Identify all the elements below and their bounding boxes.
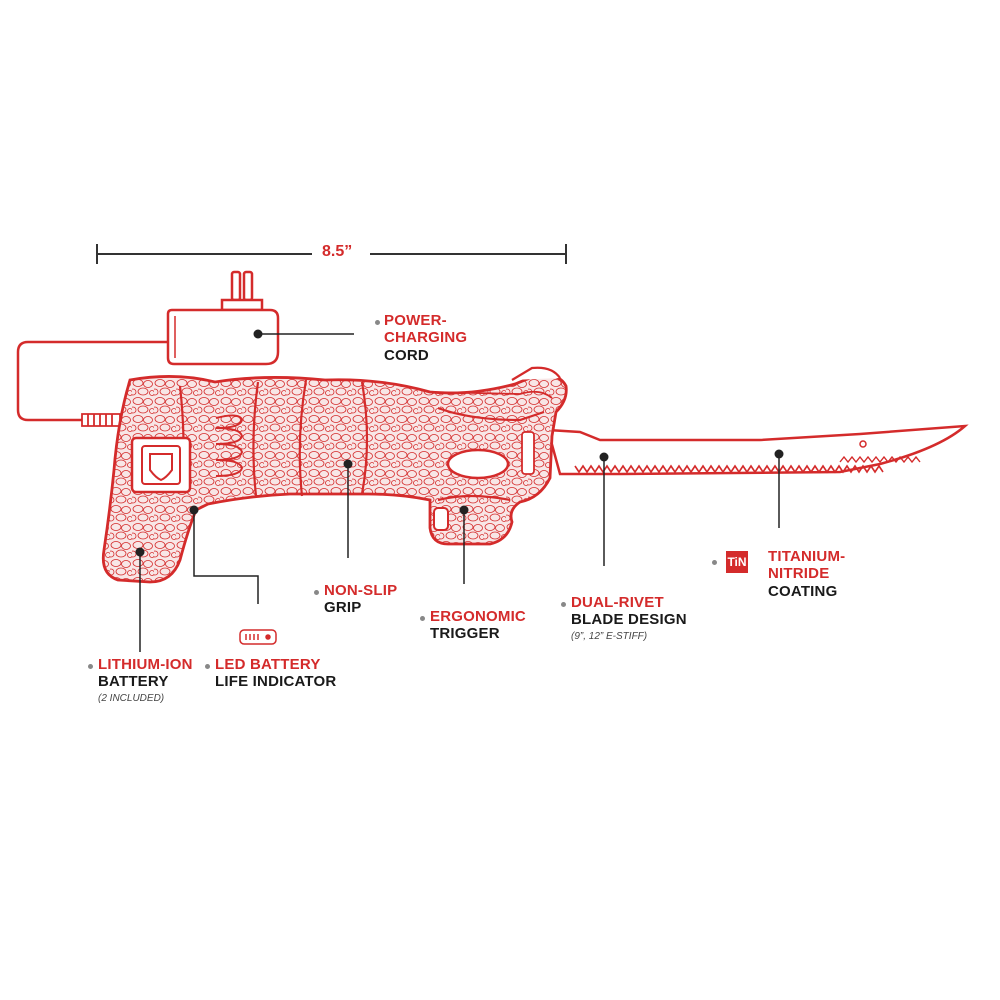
battery-panel: [130, 436, 192, 494]
bullet-dot: [712, 560, 717, 565]
label-coating-line2: NITRIDE: [768, 565, 830, 583]
label-led-line1: LED BATTERY: [215, 656, 321, 673]
label-lithium-line2: BATTERY: [98, 673, 169, 691]
callout-dots: [135, 329, 784, 557]
label-led-indicator: LED BATTERY LIFE INDICATOR: [215, 656, 336, 691]
blade-tip-serration: [839, 455, 921, 464]
label-coating-line1: TITANIUM-: [768, 548, 846, 565]
dimension-label: 8.5”: [322, 243, 353, 260]
label-lithium-note: (2 INCLUDED): [98, 692, 165, 704]
label-lithium-line1: LITHIUM-ION: [98, 656, 193, 673]
bullet-dot: [314, 590, 319, 595]
label-blade-line2: BLADE DESIGN: [571, 611, 687, 629]
trigger-button: [433, 507, 449, 531]
label-power-cord-line3: CORD: [384, 346, 429, 364]
label-grip-line1: NON-SLIP: [324, 582, 398, 599]
label-power-cord-line1: POWER-: [384, 312, 447, 329]
label-blade-note: (9”, 12” E-STIFF): [571, 630, 648, 642]
tin-badge: TiN: [726, 551, 748, 573]
label-trigger-line2: TRIGGER: [430, 625, 500, 643]
bullet-dot: [375, 320, 380, 325]
label-led-line2: LIFE INDICATOR: [215, 673, 337, 691]
label-grip-line2: GRIP: [324, 599, 362, 617]
led-battery-icon: [239, 629, 277, 645]
label-trigger-line1: ERGONOMIC: [430, 608, 526, 625]
label-lithium-battery: LITHIUM-ION BATTERY (2 INCLUDED): [98, 656, 193, 704]
rubber-pad: [446, 448, 510, 480]
cord-strain-relief: [81, 413, 121, 427]
label-coating-line3: COATING: [768, 582, 838, 600]
switch-lock: [521, 431, 535, 475]
callout-lines: [139, 333, 780, 652]
blade-serration: [574, 464, 884, 474]
label-blade-line1: DUAL-RIVET: [571, 594, 664, 611]
label-trigger: ERGONOMIC TRIGGER: [430, 608, 526, 643]
label-blade: DUAL-RIVET BLADE DESIGN (9”, 12” E-STIFF…: [571, 594, 687, 642]
knife-handle: [101, 372, 568, 584]
spring-coil: [215, 414, 244, 477]
bullet-dot: [88, 664, 93, 669]
label-power-cord-line2: CHARGING: [384, 329, 468, 347]
bullet-dot: [205, 664, 210, 669]
dimension-line: [96, 244, 567, 264]
bullet-dot: [420, 616, 425, 621]
blade: [546, 424, 969, 476]
power-adapter: [166, 270, 280, 366]
blade-rivet: [859, 440, 867, 448]
power-cord: [16, 340, 168, 422]
label-coating: TITANIUM- NITRIDE COATING: [768, 548, 845, 600]
bullet-dot: [561, 602, 566, 607]
label-grip: NON-SLIP GRIP: [324, 582, 397, 617]
label-power-cord: POWER- CHARGING CORD: [384, 312, 467, 364]
